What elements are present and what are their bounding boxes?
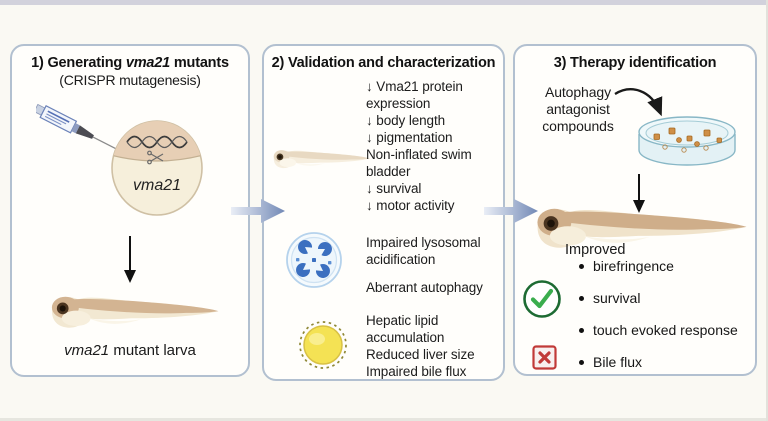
embryo-egg-illustration: vma21 xyxy=(111,120,203,216)
improved-label: Improved xyxy=(565,242,626,258)
outcome-item: birefringence xyxy=(579,258,751,275)
lipid-droplet-icon xyxy=(299,321,347,369)
panel1-subtitle: (CRISPR mutagenesis) xyxy=(59,72,201,88)
scissors-icon xyxy=(147,150,164,165)
treated-larva-illustration xyxy=(537,208,747,248)
outcome-text: Bile flux xyxy=(593,354,643,370)
phenotype-item: ↓ survival xyxy=(366,181,422,196)
panel1-title: 1) Generating vma21 mutants xyxy=(12,54,248,72)
flow-arrow-1-icon xyxy=(231,199,285,223)
phenotype-item: ↓ motor activity xyxy=(366,198,455,213)
caption-gene: vma21 xyxy=(64,342,110,359)
mutant-larva-illustration xyxy=(51,296,219,328)
outcome-item: survival xyxy=(579,290,751,307)
liver-text-line: Hepatic lipid accumulation xyxy=(366,313,445,345)
panel1-title-gene: vma21 xyxy=(125,55,171,71)
phenotype-item: Non-inflated swim bladder xyxy=(366,147,472,179)
liver-text-line: Impaired bile flux xyxy=(366,364,467,379)
lysosome-text: Impaired lysosomal acidification xyxy=(366,235,481,267)
petri-dish-illustration xyxy=(638,116,736,166)
panel3-title: 3) Therapy identification xyxy=(553,55,717,71)
panel-therapy: 3) Therapy identification Autophagy anta… xyxy=(513,44,757,376)
egg-gene-label: vma21 xyxy=(133,177,181,194)
flow-arrow-2-icon xyxy=(484,199,538,223)
panel-validation: 2) Validation and characterization ↓ Vma… xyxy=(262,44,505,381)
down-arrow-icon xyxy=(124,236,136,283)
outcome-text: survival xyxy=(593,290,641,306)
caption-rest: mutant larva xyxy=(109,342,196,359)
top-border-bar xyxy=(0,0,768,5)
panel1-caption: vma21 mutant larva xyxy=(12,342,248,359)
bullet-dot xyxy=(579,264,584,269)
compound-label: Autophagy antagonist compounds xyxy=(542,84,614,134)
panel2-title: 2) Validation and characterization xyxy=(271,55,496,71)
panel1-title-prefix: 1) Generating xyxy=(31,55,126,71)
phenotype-item: ↓ pigmentation xyxy=(366,130,453,145)
pale-larva-illustration xyxy=(273,150,370,169)
bullet-dot xyxy=(579,328,584,333)
compound-granules xyxy=(653,127,722,147)
phenotype-item: ↓ Vma21 protein expression xyxy=(366,79,463,111)
cross-box-icon xyxy=(532,345,557,370)
outcomes-list: birefringence survival touch evoked resp… xyxy=(579,258,751,386)
down-arrow-icon xyxy=(633,174,645,213)
outcome-text: birefringence xyxy=(593,258,674,274)
autophagy-text: Aberrant autophagy xyxy=(366,280,483,295)
liver-text-line: Reduced liver size xyxy=(366,347,475,362)
microinjection-syringe-icon xyxy=(36,103,128,155)
panel1-title-suffix: mutants xyxy=(170,55,229,71)
outcome-item: touch evoked response xyxy=(579,322,751,339)
bottom-border-bar xyxy=(0,418,768,421)
check-circle-icon xyxy=(523,280,561,318)
curved-arrow-icon xyxy=(614,88,663,117)
lysosome-cell-icon xyxy=(286,232,342,288)
outcome-text: touch evoked response xyxy=(593,322,738,338)
bullet-dot xyxy=(579,296,584,301)
right-border-bar xyxy=(766,0,768,421)
outcome-item: Bile flux xyxy=(579,354,751,371)
panel-generating-mutants: 1) Generating vma21 mutants (CRISPR muta… xyxy=(10,44,250,377)
bullet-dot xyxy=(579,360,584,365)
phenotype-item: ↓ body length xyxy=(366,113,446,128)
phenotype-list: ↓ Vma21 protein expression ↓ body length ↓… xyxy=(366,78,502,214)
